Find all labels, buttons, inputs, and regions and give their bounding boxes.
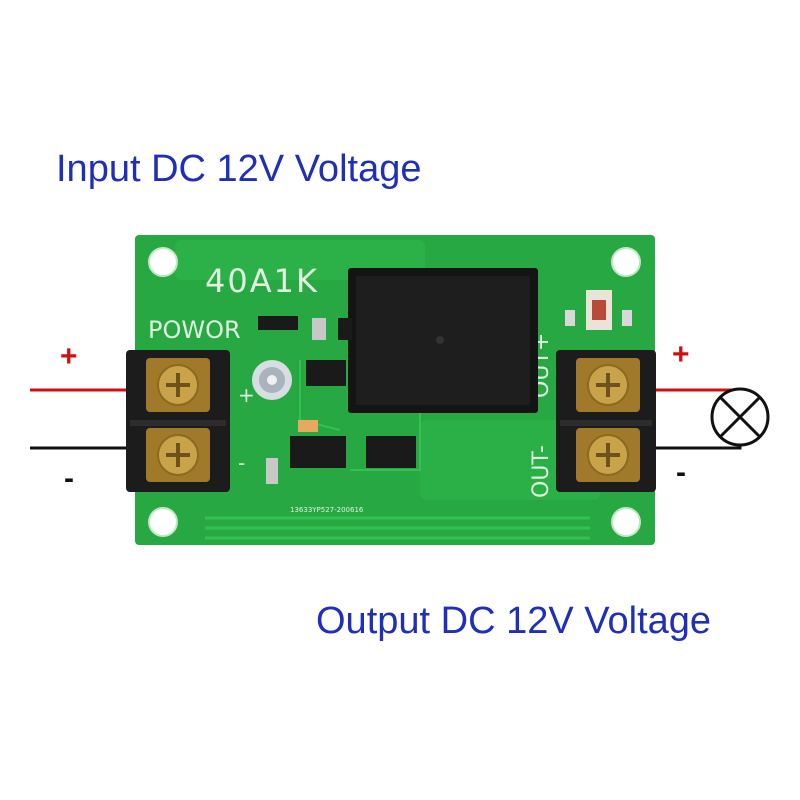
output-plus-sign: + [672,338,690,371]
mounting-hole [148,247,178,277]
mounting-hole [148,507,178,537]
electrolytic-capacitor [252,360,292,400]
power-label: POWOR [148,316,241,344]
output-minus-sign: - [676,456,686,489]
input-terminal-block [126,350,230,492]
svg-text:-: - [238,451,245,475]
board-model-label: 40A1K [205,262,319,300]
output-terminal-block [556,350,656,492]
pcb-board: 40A1K POWOR OUT+ OUT- 13633YP527-200616 … [135,235,655,545]
input-plus-sign: + [60,340,78,373]
mounting-hole [611,507,641,537]
input-minus-sign: - [64,462,74,495]
input-voltage-caption: Input DC 12V Voltage [56,148,422,190]
out-minus-label: OUT- [529,445,554,498]
lamp-icon [710,387,770,447]
mounting-hole [611,247,641,277]
relay-block [348,268,538,413]
svg-text:+: + [238,383,255,407]
serial-label: 13633YP527-200616 [290,506,364,514]
output-voltage-caption: Output DC 12V Voltage [316,600,712,642]
